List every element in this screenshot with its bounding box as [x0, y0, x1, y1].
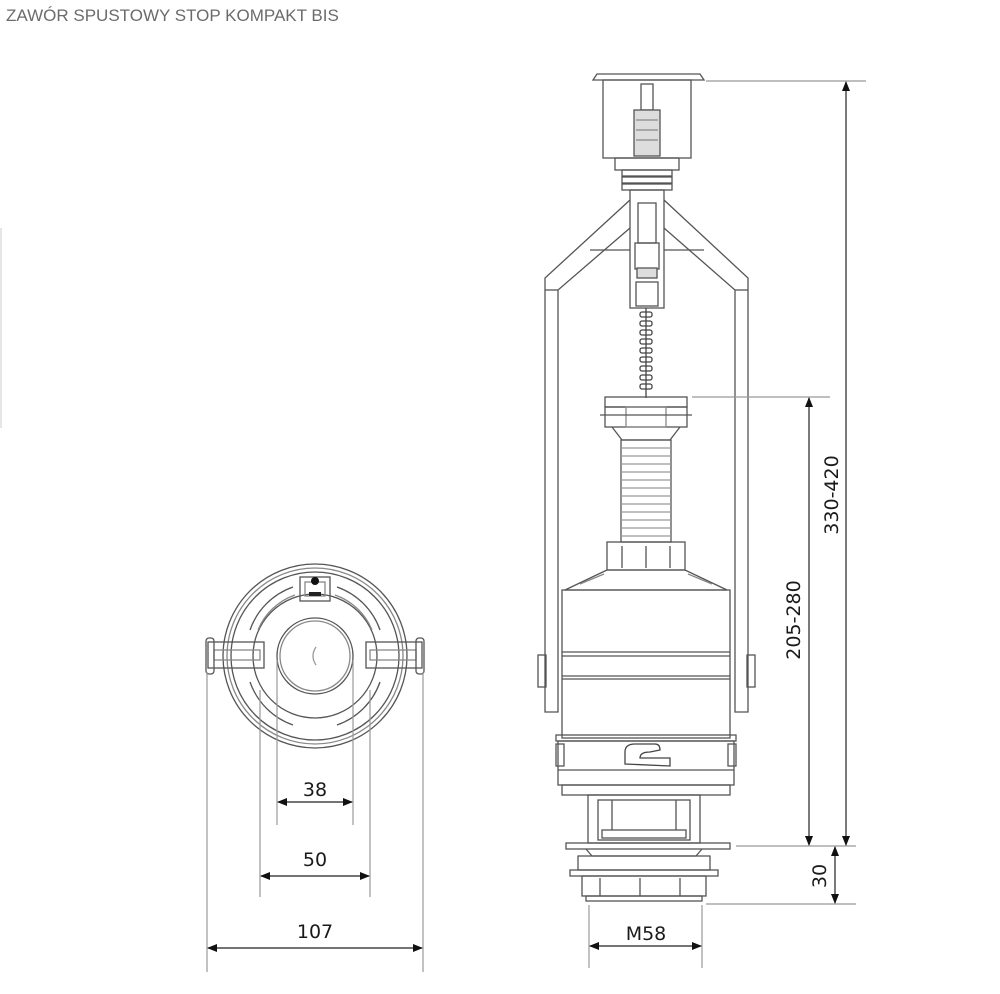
- top-view-dimensions: [206, 660, 424, 972]
- dimension-107: 107: [297, 921, 333, 943]
- dimension-50: 50: [303, 849, 327, 871]
- dimension-30: 30: [809, 864, 831, 888]
- top-view: [205, 563, 425, 749]
- side-view: [537, 73, 756, 902]
- drawing-title: ZAWÓR SPUSTOWY STOP KOMPAKT BIS: [6, 6, 339, 25]
- dimension-205-280: 205-280: [783, 580, 805, 659]
- dimension-38: 38: [303, 779, 327, 801]
- dimension-330-420: 330-420: [821, 455, 843, 534]
- side-view-dimensions: [588, 80, 866, 968]
- page-edge-divider: [0, 228, 2, 428]
- dimension-m58: M58: [626, 923, 667, 945]
